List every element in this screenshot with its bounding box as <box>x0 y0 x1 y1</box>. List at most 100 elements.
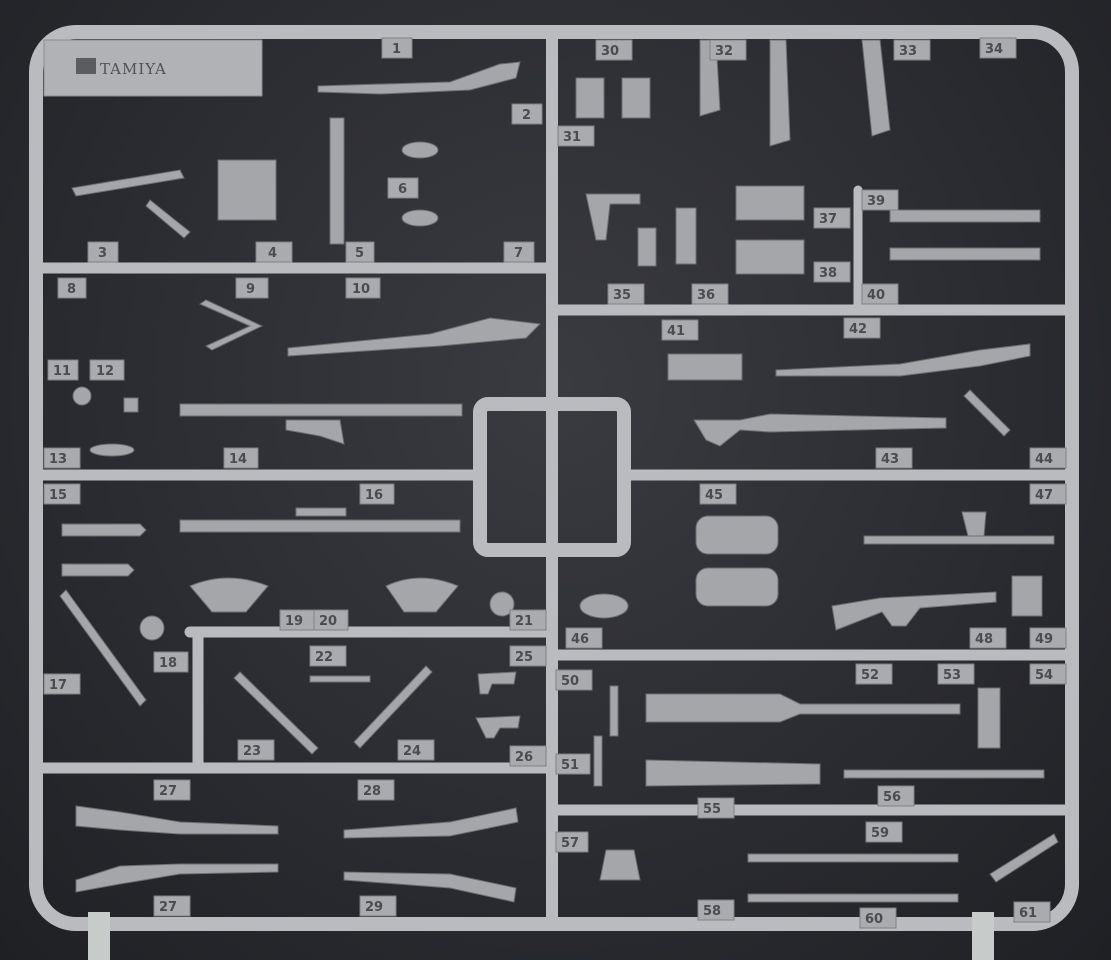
svg-text:57: 57 <box>561 836 579 851</box>
part-number-tab: 29 <box>359 895 397 917</box>
svg-text:34: 34 <box>985 42 1003 57</box>
sprue-frame <box>29 25 1079 931</box>
svg-text:4: 4 <box>268 246 277 261</box>
weapon-parts <box>59 39 1059 903</box>
svg-text:35: 35 <box>613 288 631 303</box>
svg-text:59: 59 <box>871 826 889 841</box>
svg-text:8: 8 <box>67 282 76 297</box>
part-number-tab: 58 <box>697 899 735 921</box>
svg-text:28: 28 <box>363 784 381 799</box>
svg-text:17: 17 <box>49 678 67 693</box>
part-number-tab: 40 <box>861 283 899 305</box>
svg-text:22: 22 <box>315 650 333 665</box>
svg-text:23: 23 <box>243 744 261 759</box>
svg-text:30: 30 <box>601 44 619 59</box>
part-number-tab: 14 <box>223 447 259 469</box>
part-number-tab: 37 <box>813 207 851 229</box>
part-number-tab: 15 <box>43 483 81 505</box>
part-number-tab: 57 <box>555 831 589 853</box>
svg-text:54: 54 <box>1035 668 1053 683</box>
svg-text:18: 18 <box>159 656 177 671</box>
part-number-tab: 13 <box>43 447 81 469</box>
part-number-tab: 38 <box>813 261 851 283</box>
part-number-tab: 39 <box>861 189 899 211</box>
part-number-tab: 17 <box>43 673 81 695</box>
svg-text:58: 58 <box>703 904 721 919</box>
part-number-tab: 20 <box>313 609 349 631</box>
part-number-tab: 60 <box>859 907 897 929</box>
svg-text:47: 47 <box>1035 488 1053 503</box>
part-number-tab: 22 <box>309 645 347 667</box>
svg-text:40: 40 <box>867 288 885 303</box>
svg-text:44: 44 <box>1035 452 1053 467</box>
svg-text:46: 46 <box>571 632 589 647</box>
svg-text:55: 55 <box>703 802 721 817</box>
part-number-tab: 55 <box>697 797 735 819</box>
svg-text:7: 7 <box>514 246 523 261</box>
svg-text:20: 20 <box>319 614 337 629</box>
part-number-tab: 10 <box>345 277 381 299</box>
part-number-tab: 7 <box>503 241 535 263</box>
part-number-tab: 28 <box>357 779 395 801</box>
svg-text:32: 32 <box>715 44 733 59</box>
svg-text:52: 52 <box>861 668 879 683</box>
part-number-tab: 5 <box>345 241 375 263</box>
svg-text:15: 15 <box>49 488 67 503</box>
part-number-tab: 24 <box>397 739 435 761</box>
part-number-tab: 48 <box>969 627 1007 649</box>
svg-text:31: 31 <box>563 130 581 145</box>
part-number-tab: 30 <box>595 39 633 61</box>
svg-text:41: 41 <box>667 324 685 339</box>
svg-text:49: 49 <box>1035 632 1053 647</box>
part-number-tab: 49 <box>1029 627 1067 649</box>
svg-text:3: 3 <box>98 246 107 261</box>
part-number-tab: 50 <box>555 669 593 691</box>
svg-text:36: 36 <box>697 288 715 303</box>
part-number-tab: 51 <box>555 753 591 775</box>
svg-text:48: 48 <box>975 632 993 647</box>
svg-text:16: 16 <box>365 488 383 503</box>
part-number-tab: 1 <box>381 37 413 59</box>
part-number-tab: 25 <box>509 645 547 667</box>
svg-text:56: 56 <box>883 790 901 805</box>
svg-text:19: 19 <box>285 614 303 629</box>
display-stands <box>88 912 994 960</box>
svg-text:33: 33 <box>899 44 917 59</box>
part-number-tab: 45 <box>699 483 737 505</box>
part-number-tabs: 1 2 3 4 5 6 7 8 9 10 11 12 13 14 15 16 1… <box>43 37 1067 929</box>
svg-text:61: 61 <box>1019 906 1037 921</box>
tamiya-logo: TAMIYA <box>76 58 166 78</box>
part-number-tab: 53 <box>937 663 975 685</box>
part-number-tab: 6 <box>387 177 419 199</box>
svg-text:5: 5 <box>355 246 364 261</box>
part-number-tab: 2 <box>511 103 543 125</box>
svg-text:24: 24 <box>403 744 421 759</box>
part-number-tab: 44 <box>1029 447 1067 469</box>
part-number-tab: 8 <box>57 277 87 299</box>
svg-text:38: 38 <box>819 266 837 281</box>
svg-text:14: 14 <box>229 452 247 467</box>
svg-text:13: 13 <box>49 452 67 467</box>
part-number-tab: 19 <box>279 609 315 631</box>
part-number-tab: 52 <box>855 663 893 685</box>
part-number-tab: 23 <box>237 739 275 761</box>
part-number-tab: 46 <box>565 627 603 649</box>
svg-text:53: 53 <box>943 668 961 683</box>
part-number-tab: 34 <box>979 37 1017 59</box>
svg-text:29: 29 <box>365 900 383 915</box>
part-number-tab: 56 <box>877 785 915 807</box>
part-number-tab: 32 <box>709 39 747 61</box>
part-number-tab: 4 <box>255 241 293 263</box>
part-number-tab: 61 <box>1013 901 1051 923</box>
part-number-tab: 54 <box>1029 663 1067 685</box>
svg-text:9: 9 <box>246 282 255 297</box>
svg-text:12: 12 <box>96 364 114 379</box>
svg-text:37: 37 <box>819 212 837 227</box>
svg-text:2: 2 <box>522 108 531 123</box>
svg-text:6: 6 <box>398 182 407 197</box>
part-number-tab: 33 <box>893 39 931 61</box>
svg-text:1: 1 <box>392 42 401 57</box>
part-number-tab: 3 <box>87 241 119 263</box>
part-number-tab: 27 <box>153 779 191 801</box>
svg-text:27: 27 <box>159 900 177 915</box>
